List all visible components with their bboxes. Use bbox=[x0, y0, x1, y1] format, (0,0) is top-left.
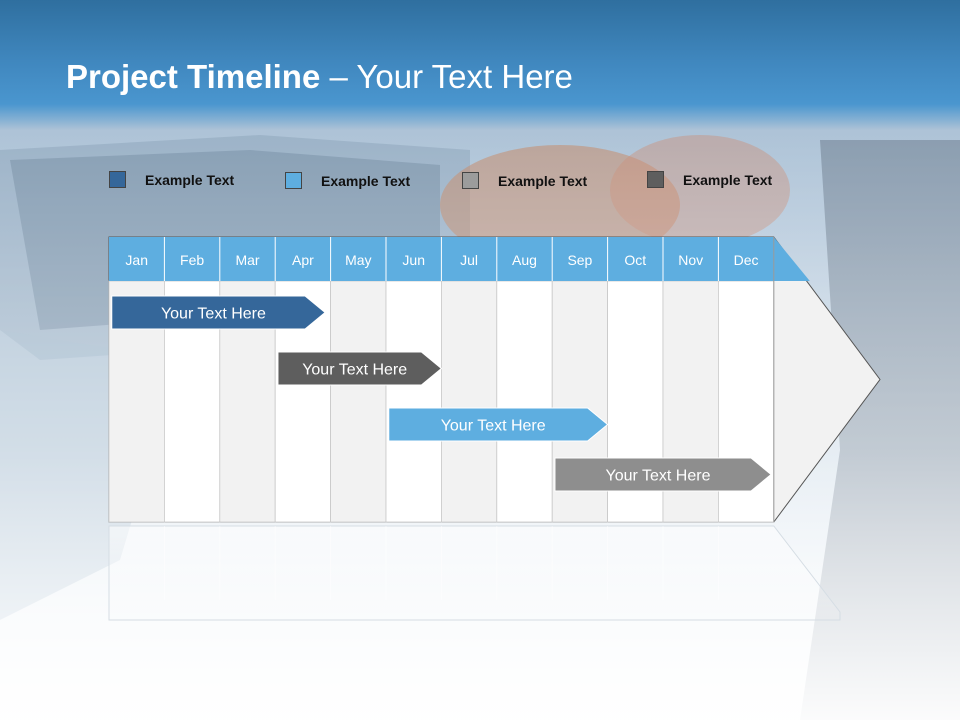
month-label: Aug bbox=[512, 252, 537, 268]
month-column bbox=[385, 280, 442, 523]
page-title: Project Timeline – Your Text Here bbox=[66, 58, 573, 96]
legend-label: Example Text bbox=[498, 173, 588, 189]
task-label: Your Text Here bbox=[606, 468, 711, 485]
month-label: Oct bbox=[624, 252, 646, 268]
month-label: Nov bbox=[678, 252, 703, 268]
month-label: Sep bbox=[567, 252, 592, 268]
task-arrow bbox=[554, 457, 772, 492]
task-arrow bbox=[111, 295, 326, 330]
month-label: Apr bbox=[292, 252, 314, 268]
task-arrow bbox=[388, 407, 609, 442]
month-label: Jan bbox=[125, 252, 148, 268]
title-rest: – Your Text Here bbox=[320, 58, 573, 95]
task-bar: Your Text Here bbox=[277, 351, 443, 386]
task-label: Your Text Here bbox=[161, 306, 266, 323]
task-arrow bbox=[277, 351, 443, 386]
month-label: Feb bbox=[180, 252, 204, 268]
legend-swatch bbox=[109, 171, 126, 188]
legend-swatch bbox=[462, 172, 479, 189]
task-label: Your Text Here bbox=[302, 362, 407, 379]
task-bar: Your Text Here bbox=[554, 457, 772, 492]
reflection-shape bbox=[108, 525, 841, 621]
task-label: Your Text Here bbox=[441, 418, 546, 435]
timeline-reflection bbox=[108, 525, 841, 621]
month-label: Mar bbox=[235, 252, 259, 268]
month-column bbox=[496, 280, 553, 523]
title-band bbox=[0, 0, 960, 130]
month-column bbox=[330, 280, 387, 523]
task-bar: Your Text Here bbox=[388, 407, 609, 442]
month-label: Dec bbox=[734, 252, 759, 268]
month-label: Jul bbox=[460, 252, 478, 268]
month-label: Jun bbox=[402, 252, 425, 268]
month-column bbox=[440, 280, 498, 523]
title-bold: Project Timeline bbox=[66, 58, 321, 95]
legend-label: Example Text bbox=[145, 172, 235, 188]
legend-label: Example Text bbox=[321, 173, 411, 189]
legend-label: Example Text bbox=[683, 172, 773, 188]
month-label: May bbox=[345, 252, 371, 268]
month-header: Jan Feb Mar Apr May Jun Jul Aug Sep Oct Nov Dec bbox=[109, 237, 810, 522]
legend-swatch bbox=[285, 172, 302, 189]
task-bar: Your Text Here bbox=[111, 295, 326, 330]
legend-swatch bbox=[647, 171, 664, 188]
header-band bbox=[109, 237, 810, 281]
